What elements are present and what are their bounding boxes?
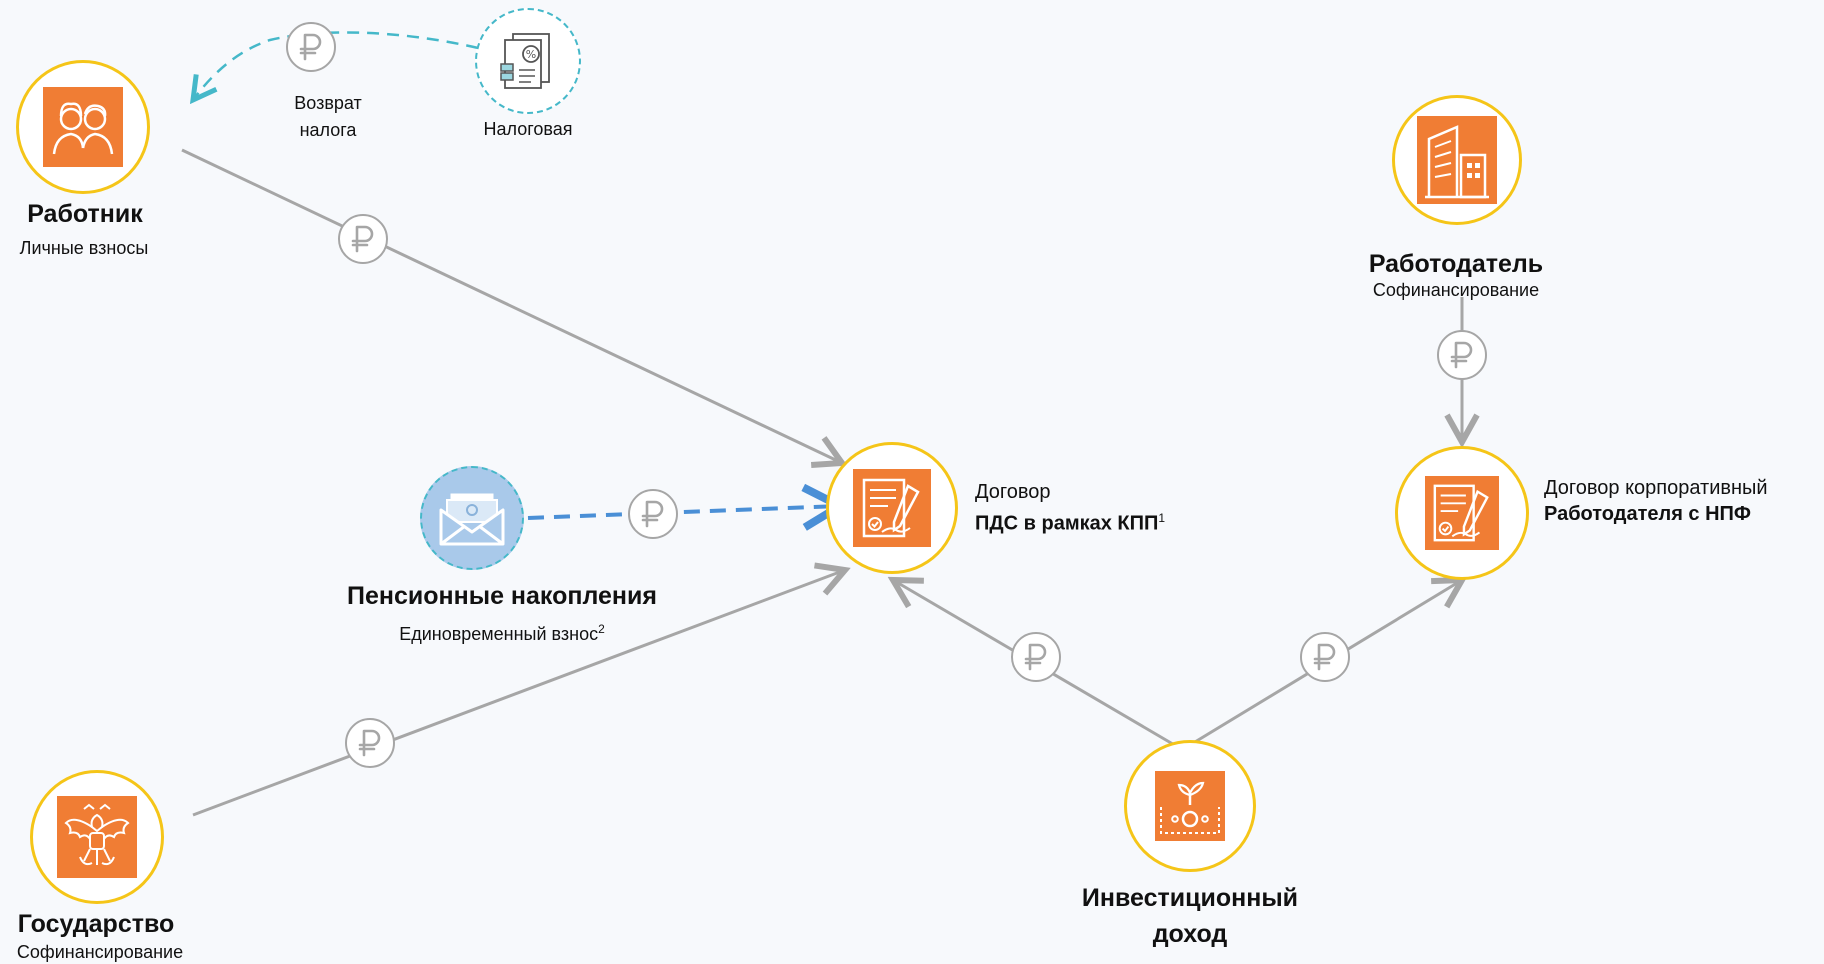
ruble-icon	[345, 718, 395, 768]
worker-to-contract-line	[181, 148, 842, 463]
contract-signing-icon	[1425, 476, 1499, 550]
people-icon	[43, 87, 123, 167]
employer-subtitle: Софинансирование	[1372, 280, 1540, 300]
coat-of-arms-icon	[57, 796, 137, 878]
state-title: Государство	[17, 910, 175, 938]
contract-corporate-label: Договор корпоративный Работодателя с НПФ	[1544, 475, 1768, 527]
state-to-contract-line	[192, 570, 845, 817]
contract-signing-icon	[853, 469, 931, 547]
tax-return-arrow	[193, 31, 479, 100]
contract-corporate-line1: Договор корпоративный	[1544, 477, 1768, 499]
worker-node	[16, 60, 150, 194]
envelope-money-icon	[439, 493, 505, 546]
money-growth-icon	[1155, 771, 1225, 841]
tax-office-label: Налоговая	[483, 119, 573, 139]
contract-pds-label: Договор ПДС в рамках КПП1	[975, 479, 1165, 537]
pension-savings-node	[420, 466, 524, 570]
ruble-icon	[286, 22, 336, 72]
building-icon	[1417, 116, 1497, 204]
ruble-icon	[628, 489, 678, 539]
worker-title: Работник	[27, 200, 143, 228]
state-subtitle: Софинансирование	[16, 942, 184, 962]
employer-title: Работодатель	[1368, 250, 1544, 278]
state-node	[30, 770, 164, 904]
pension-savings-title: Пенсионные накопления	[347, 582, 657, 610]
tax-office-node: %	[475, 8, 581, 114]
tax-return-line1: Возврат	[294, 93, 362, 113]
pension-savings-footnote: 2	[598, 622, 605, 636]
contract-corporate-node	[1395, 446, 1529, 580]
contract-pds-line2: ПДС в рамках КПП	[975, 512, 1159, 535]
contract-corporate-line2: Работодателя с НПФ	[1544, 503, 1751, 525]
pension-savings-subtitle: Единовременный взнос2	[322, 617, 682, 646]
savings-to-contract-line	[527, 506, 840, 518]
contract-pds-line1: Договор	[975, 481, 1051, 503]
investment-income-line2: доход	[1152, 920, 1228, 948]
employer-node	[1392, 95, 1522, 225]
contract-pds-node	[826, 442, 958, 574]
pension-savings-subtitle-text: Единовременный взнос	[399, 624, 599, 644]
svg-text:%: %	[526, 48, 536, 61]
investment-income-line1: Инвестиционный	[1081, 884, 1299, 912]
ruble-icon	[1300, 632, 1350, 682]
tax-return-line2: налога	[299, 120, 357, 140]
ruble-icon	[1011, 632, 1061, 682]
tax-document-icon: %	[500, 33, 550, 89]
contract-pds-footnote: 1	[1158, 511, 1166, 525]
ruble-icon	[338, 214, 388, 264]
ruble-icon	[1437, 330, 1487, 380]
investment-income-node	[1124, 740, 1256, 872]
worker-subtitle: Личные взносы	[19, 238, 149, 258]
